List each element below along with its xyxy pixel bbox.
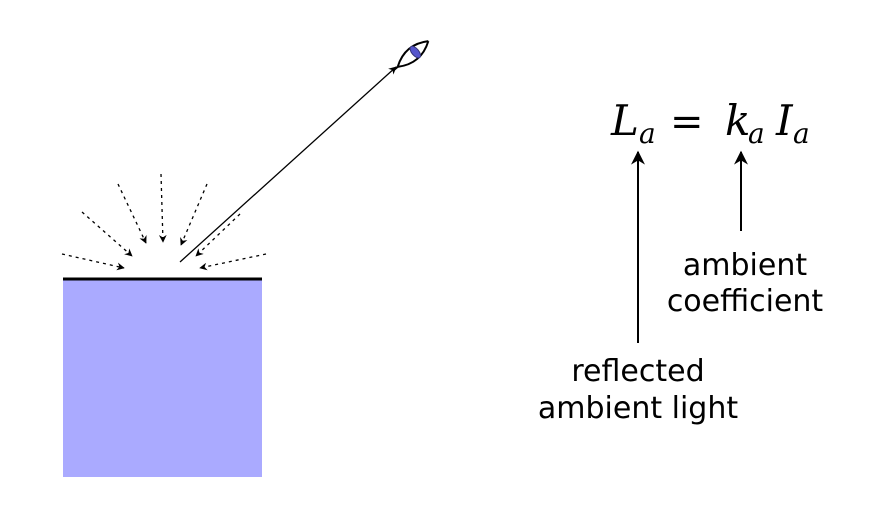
- reflected-label-line2: ambient light: [538, 391, 738, 426]
- eye-icon: [392, 40, 430, 72]
- reflected-label-line1: reflected: [571, 354, 704, 389]
- ambient-ray: [199, 253, 267, 271]
- equation-intensity-subscript: a: [793, 117, 810, 150]
- ambient-ray: [61, 253, 125, 271]
- ambient-ray: [195, 213, 241, 257]
- coefficient-label-line2: coefficient: [667, 284, 824, 319]
- equation-equals: =: [670, 99, 704, 145]
- incoming-ambient-rays: [61, 173, 267, 271]
- equation-intensity: I: [775, 96, 794, 145]
- ambient-equation: L a = k a I a: [610, 96, 810, 150]
- equation-coefficient: k: [725, 96, 750, 145]
- equation-lhs-subscript: a: [639, 117, 656, 150]
- reflected-ray: [179, 66, 397, 263]
- ambient-ray: [117, 183, 147, 244]
- ambient-ray: [180, 183, 208, 246]
- ambient-ray: [81, 211, 133, 257]
- equation-coefficient-subscript: a: [748, 117, 765, 150]
- equation-lhs: L: [610, 96, 639, 145]
- ambient-ray: [158, 173, 167, 243]
- surface-block: [63, 279, 262, 477]
- coefficient-label-line1: ambient: [683, 248, 807, 283]
